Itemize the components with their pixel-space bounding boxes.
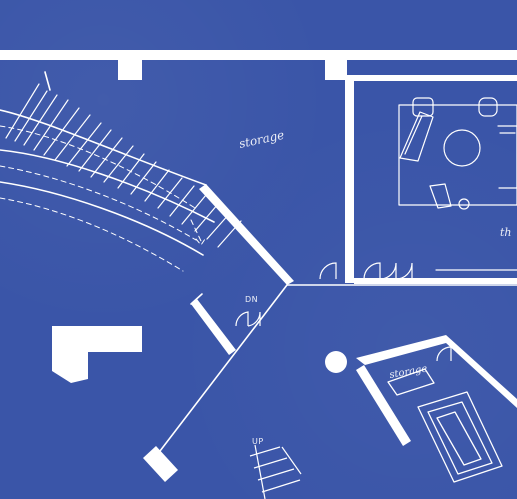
tread-4 bbox=[33, 99, 69, 151]
tread-18 bbox=[206, 212, 231, 240]
column-circle bbox=[325, 351, 347, 373]
lower-stair-side bbox=[281, 446, 302, 475]
up-label: UP bbox=[252, 437, 264, 446]
tread-10 bbox=[103, 145, 134, 183]
corridor-top-wall bbox=[354, 278, 517, 284]
walls-layer bbox=[0, 50, 517, 482]
tread-9 bbox=[90, 137, 123, 178]
dashed-stair-line-2 bbox=[0, 165, 197, 241]
left-sofa-outline bbox=[399, 111, 434, 162]
lower-left-block bbox=[143, 446, 178, 482]
long-diagonal-line bbox=[159, 284, 288, 452]
coffee-table bbox=[443, 129, 481, 167]
door-swing-2 bbox=[363, 262, 381, 280]
linework-layer bbox=[0, 71, 517, 452]
door-swing-6 bbox=[247, 311, 261, 327]
tread-19 bbox=[217, 220, 242, 248]
small-diagonal-wall bbox=[191, 299, 236, 355]
stair-curve-b bbox=[0, 149, 215, 223]
partial-label-right: th bbox=[500, 226, 512, 239]
lower-right-fixtures bbox=[387, 368, 503, 483]
tread-8 bbox=[78, 129, 112, 172]
top-wall bbox=[0, 50, 517, 60]
lower-stair-step-4 bbox=[261, 479, 301, 493]
down-label: DN bbox=[245, 295, 258, 304]
lower-stairs bbox=[249, 444, 302, 499]
tread-6 bbox=[54, 114, 91, 161]
left-sofa-line bbox=[404, 115, 423, 155]
right-sofa-outline bbox=[497, 125, 517, 189]
small-stool bbox=[458, 198, 470, 210]
door-swing-5 bbox=[235, 311, 249, 327]
top-wall-pier-left bbox=[118, 60, 142, 80]
stair-closure-line bbox=[190, 293, 203, 305]
small-storage-outline bbox=[387, 368, 435, 396]
stair-arrow-head bbox=[195, 238, 206, 246]
tread-2 bbox=[14, 90, 48, 142]
right-lower-wall bbox=[356, 365, 411, 446]
tread-13 bbox=[144, 169, 170, 202]
tread-17 bbox=[194, 203, 219, 232]
stair-curve-c bbox=[0, 181, 204, 256]
tread-7 bbox=[66, 122, 102, 167]
tread-16 bbox=[181, 194, 207, 225]
bath-inner bbox=[436, 411, 482, 466]
stair-top-line bbox=[44, 71, 51, 91]
stair-diagonal-wall bbox=[199, 184, 294, 285]
rug bbox=[398, 104, 517, 206]
bath-outline-2 bbox=[427, 401, 493, 475]
center-wall bbox=[345, 75, 354, 283]
stair-curve-a bbox=[0, 109, 207, 186]
counter-block bbox=[52, 326, 142, 383]
door-swing-1 bbox=[319, 262, 337, 280]
stairs-dashed-lines bbox=[0, 125, 206, 272]
door-swing-7 bbox=[436, 346, 452, 362]
lower-stair-step-3 bbox=[257, 468, 295, 481]
lower-stair-step-1 bbox=[249, 446, 281, 457]
living-room-furniture bbox=[398, 97, 517, 271]
dashed-stair-line-1 bbox=[0, 125, 196, 209]
stairs-treads bbox=[5, 83, 242, 248]
chair-top-right bbox=[478, 97, 498, 117]
tread-11 bbox=[117, 153, 145, 189]
door-swings bbox=[235, 262, 452, 362]
top-wall-pier-right bbox=[325, 60, 347, 80]
tread-3 bbox=[23, 94, 58, 146]
chair-bottom bbox=[429, 183, 452, 209]
tread-5 bbox=[43, 107, 80, 156]
storage-label-top: storage bbox=[238, 128, 286, 151]
lower-stair-step-2 bbox=[253, 457, 288, 469]
bath-outline-1 bbox=[417, 391, 503, 483]
door-swing-4 bbox=[395, 262, 413, 280]
tread-15 bbox=[169, 185, 195, 217]
right-room-top-wall bbox=[354, 75, 517, 81]
chair-top-left bbox=[412, 97, 434, 117]
right-upper-wall bbox=[356, 335, 517, 408]
door-swing-3 bbox=[379, 262, 397, 280]
storage-label-small: storage bbox=[389, 363, 429, 380]
tread-1 bbox=[5, 83, 40, 139]
stair-arrow-shaft bbox=[190, 219, 202, 242]
dashed-stair-line-3 bbox=[0, 197, 184, 272]
